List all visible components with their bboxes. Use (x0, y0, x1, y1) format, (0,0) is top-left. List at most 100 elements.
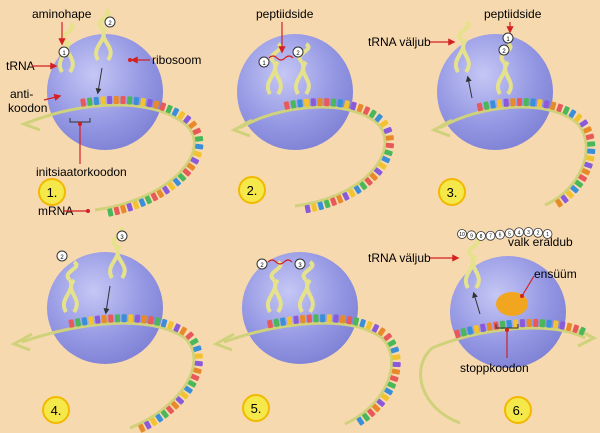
step-badge (42, 396, 70, 424)
trna-number: 1 (506, 37, 510, 43)
codon-base (88, 316, 94, 325)
pointer-dot (78, 122, 82, 126)
codon-base (523, 98, 529, 107)
codon-base (552, 320, 559, 329)
codon-base (286, 316, 293, 325)
amino-acid (58, 46, 70, 58)
trna-number: 2 (296, 51, 300, 57)
codon-base (193, 150, 202, 158)
codon-base (362, 106, 371, 115)
trna-number: 2 (502, 49, 506, 55)
codon-base (486, 322, 493, 331)
codon-base (194, 353, 203, 359)
mrna-arrow (19, 116, 41, 132)
codon-base (364, 177, 373, 186)
codon-base (480, 323, 487, 333)
amino-acid-number: 3 (527, 230, 530, 236)
codon-base (182, 168, 192, 177)
amino-acid (504, 228, 515, 239)
amino-acid (523, 227, 534, 237)
pointer-dot (86, 209, 90, 213)
codon-base (574, 179, 584, 188)
amino-acid (294, 258, 306, 270)
codon-base (499, 320, 506, 329)
codon-base (273, 318, 280, 327)
step-label: 6. (513, 403, 524, 418)
trna-number: 3 (120, 235, 124, 241)
label-trna-valjub: tRNA väljub (368, 251, 431, 265)
codon-base (317, 98, 323, 107)
codon-base (562, 106, 570, 115)
label-aminohape: aminohape (32, 7, 92, 21)
codon-teeth (68, 314, 203, 433)
codon-base (160, 318, 168, 328)
codon-base (362, 412, 371, 422)
panel-4: 2 3 4. (10, 226, 203, 433)
amino-acid-number: 8 (480, 234, 483, 240)
exit-arrow (472, 291, 481, 315)
codon-base (374, 113, 383, 123)
mrna-strand (431, 326, 586, 350)
mrna-strand (419, 346, 461, 425)
codon-base (380, 393, 390, 402)
codon-base (543, 100, 550, 109)
amino-acid-number: 7 (489, 234, 492, 240)
codon-base (583, 126, 592, 134)
step-badge (38, 178, 66, 206)
codon-base (128, 314, 134, 323)
amino-acid (485, 230, 496, 241)
amino-acid-number: 9 (470, 233, 473, 239)
codon-base (336, 194, 344, 204)
codon-base (114, 314, 121, 323)
codon-base (179, 326, 188, 336)
codon-base (348, 188, 356, 198)
codon-base (519, 319, 526, 328)
codon-base (506, 319, 513, 329)
codon-base (379, 119, 389, 128)
codon-base (368, 109, 377, 119)
trna-number: 1 (62, 51, 66, 57)
codon-base (549, 101, 557, 111)
amino-acid (466, 230, 477, 241)
amino-acid-number: 10 (459, 232, 465, 238)
codon-base (503, 98, 509, 107)
codon-base (167, 320, 175, 330)
codon-base (383, 332, 393, 342)
codon-base (121, 314, 127, 323)
codon-base (165, 104, 173, 114)
trna (294, 42, 311, 96)
codon-base (387, 339, 397, 347)
codon-base (587, 141, 596, 147)
trna-number: 3 (298, 263, 302, 269)
mrna-arrow (10, 332, 33, 352)
codon-base (170, 401, 180, 410)
amino-acid (256, 258, 268, 270)
pointer-dot (520, 294, 524, 298)
codon-base (572, 324, 580, 334)
codon-base (385, 135, 394, 141)
exit-arrow (465, 75, 473, 99)
codon-base (306, 314, 313, 323)
codon-base (317, 201, 324, 211)
codon-base (120, 204, 127, 214)
trna (298, 260, 315, 314)
codon-base (376, 398, 386, 407)
codon-base (177, 111, 186, 120)
step-label: 5. (251, 401, 262, 416)
codon-base (387, 381, 397, 389)
step-badge (504, 396, 532, 424)
label-ribosoom: ribosoom (152, 53, 201, 67)
panel-2: 1 2 peptiidside 2. (230, 7, 395, 214)
codon-base (377, 327, 386, 337)
codon-base (556, 103, 564, 113)
codon-base (107, 208, 114, 217)
codon-teeth (80, 95, 204, 217)
codon-base (392, 354, 401, 361)
codon-base (167, 181, 176, 191)
peptide-bond (267, 259, 293, 265)
mrna-strand (21, 321, 196, 430)
codon-base (346, 315, 353, 325)
trna (454, 20, 471, 74)
label-valk-eraldub: valk eraldub (508, 235, 573, 249)
codon-base (113, 206, 121, 216)
